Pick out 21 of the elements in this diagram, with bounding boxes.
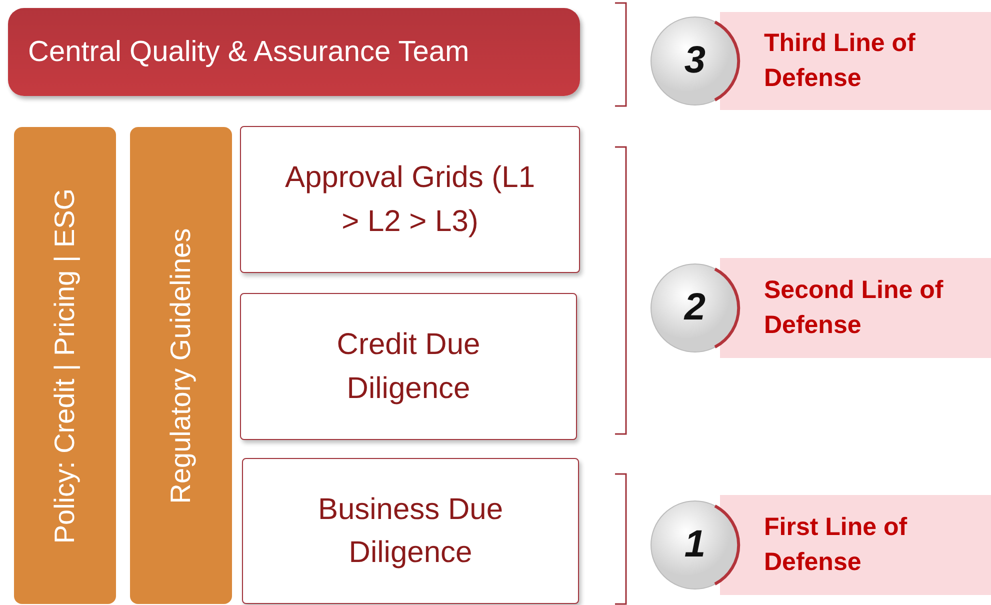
line-number: 1 bbox=[683, 524, 707, 566]
defense-line-badge bbox=[648, 495, 991, 595]
defense-line-label: Second Line of Defense bbox=[764, 275, 944, 341]
banner-title: Central Quality & Assurance Team bbox=[28, 36, 470, 68]
box-label: Approval Grids (L1 > L2 > L3) bbox=[284, 160, 536, 240]
line-number: 3 bbox=[683, 40, 707, 82]
guideline-pillar bbox=[130, 127, 232, 604]
team-banner bbox=[8, 8, 580, 96]
defense-line-label: First Line of Defense bbox=[764, 512, 908, 578]
pillar-label: Regulatory Guidelines bbox=[165, 228, 197, 504]
box-label: Credit Due Diligence bbox=[336, 327, 482, 406]
defense-line-badge bbox=[648, 12, 991, 110]
process-box bbox=[242, 458, 579, 604]
pillar-label: Policy: Credit | Pricing | ESG bbox=[49, 188, 81, 544]
process-box bbox=[240, 293, 577, 440]
process-box bbox=[240, 126, 580, 273]
guideline-pillar bbox=[14, 127, 116, 604]
defense-line-badge bbox=[648, 258, 991, 358]
defense-line-label: Third Line of Defense bbox=[764, 28, 916, 94]
box-label: Business Due Diligence bbox=[316, 492, 504, 571]
line-number: 2 bbox=[682, 286, 707, 330]
